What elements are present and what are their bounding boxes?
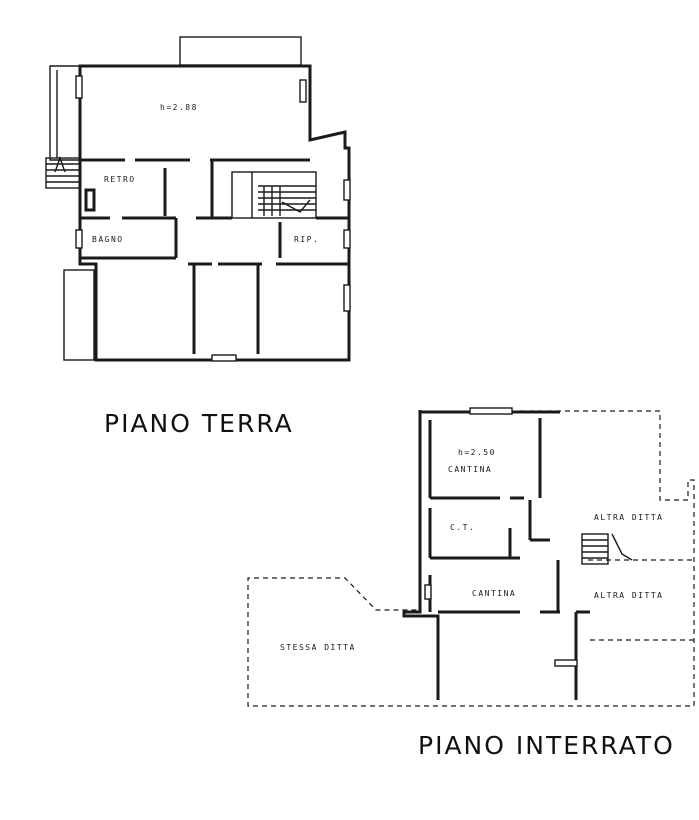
neighbor-boundary <box>247 410 695 707</box>
title-piano-interrato: PIANO INTERRATO <box>418 731 675 760</box>
room-label-altra-ditta-2: ALTRA DITTA <box>594 591 663 600</box>
left-entry-steps <box>45 155 81 189</box>
ground-floor-height-label: h=2.88 <box>160 103 198 112</box>
room-label-cantina-top: CANTINA <box>448 465 492 474</box>
basement-height-label: h=2.50 <box>458 448 496 457</box>
ground-floor-stairs <box>231 171 317 219</box>
basement-stairs <box>581 533 633 565</box>
left-lower-terrace <box>63 269 95 361</box>
basement-outer-wall <box>402 410 440 700</box>
left-terrace <box>49 65 79 161</box>
room-label-cantina-mid: CANTINA <box>472 589 516 598</box>
room-label-rip: RIP. <box>294 235 319 244</box>
room-label-stessa-ditta: STESSA DITTA <box>280 643 356 652</box>
basement-plan: h=2.50 CANTINA C.T. CANTINA ALTRA DITTA … <box>247 407 695 707</box>
top-balcony <box>179 36 302 66</box>
room-label-altra-ditta-1: ALTRA DITTA <box>594 513 663 522</box>
room-label-ct: C.T. <box>450 523 475 532</box>
ground-floor-plan: h=2.88 RETRO BAGNO RIP. <box>45 36 351 362</box>
room-label-bagno: BAGNO <box>92 235 124 244</box>
title-piano-terra: PIANO TERRA <box>104 409 294 438</box>
room-label-retro: RETRO <box>104 175 136 184</box>
ground-floor-outer-wall <box>78 64 351 362</box>
